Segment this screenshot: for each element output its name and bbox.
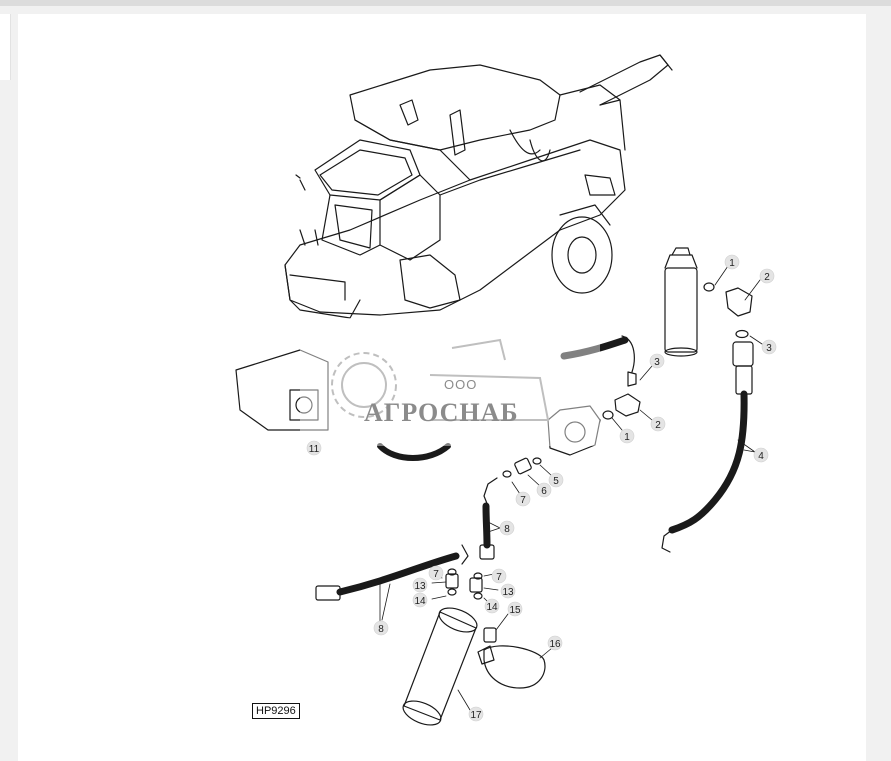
callout-14-left xyxy=(412,592,428,608)
fitting xyxy=(469,577,483,593)
callout-label: 13 xyxy=(414,581,426,592)
diagram-panel xyxy=(18,14,866,761)
callout-label: 2 xyxy=(655,420,661,431)
callout-13-right xyxy=(500,583,516,599)
callout-label: 13 xyxy=(502,587,514,598)
hose-clamp-16 xyxy=(477,645,546,689)
callout-8-lower xyxy=(373,620,389,636)
callout-label: 17 xyxy=(470,710,482,721)
callout-label: 8 xyxy=(504,524,510,535)
watermark-name: АГРОСНАБ xyxy=(364,398,519,427)
pump-block-11 xyxy=(235,349,451,461)
hydraulic-hose-4 xyxy=(661,341,754,553)
hydraulic-pump xyxy=(547,405,601,456)
callout-7-upper xyxy=(515,491,531,507)
adapter-fitting xyxy=(514,457,532,475)
callout-17 xyxy=(468,706,484,722)
fitting-15 xyxy=(483,627,497,643)
callout-label: 3 xyxy=(766,343,772,354)
callout-label: 2 xyxy=(764,272,770,283)
callout-label: 1 xyxy=(624,432,630,443)
callout-label: 7 xyxy=(433,569,439,580)
callout-label: 3 xyxy=(654,357,660,368)
watermark-logo xyxy=(331,338,550,421)
side-tab xyxy=(0,14,11,80)
callout-7-right xyxy=(491,568,507,584)
callout-label: 11 xyxy=(309,444,320,455)
callout-5 xyxy=(548,472,564,488)
callout-15 xyxy=(507,601,523,617)
o-ring xyxy=(532,457,542,465)
callout-label: 7 xyxy=(496,572,502,583)
callout-label: 14 xyxy=(414,596,426,607)
callout-7-left xyxy=(428,565,444,581)
watermark-prefix: ООО xyxy=(444,377,478,392)
pump-hose-elbow xyxy=(621,335,635,373)
hydraulic-filter-17 xyxy=(402,607,478,726)
callout-13-left xyxy=(412,577,428,593)
callout-label: 4 xyxy=(758,451,764,462)
callouts: 1 2 3 1 2 3 4 5 6 7 8 7 13 14 7 13 14 8 … xyxy=(306,254,777,722)
callout-3-mid xyxy=(649,353,665,369)
hydraulic-hose-8-horizontal xyxy=(315,544,469,601)
callout-label: 16 xyxy=(549,639,561,650)
elbow-fitting xyxy=(614,393,641,417)
callout-6 xyxy=(536,482,552,498)
callout-1-top xyxy=(724,254,740,270)
callout-label: 5 xyxy=(553,476,559,487)
callout-1-mid xyxy=(619,428,635,444)
fitting xyxy=(445,573,459,589)
callout-label: 1 xyxy=(729,258,735,269)
callout-14-right xyxy=(484,598,500,614)
hydraulic-hose-8-vertical xyxy=(479,477,498,560)
callout-label: 14 xyxy=(486,602,498,613)
hydraulic-filter-top xyxy=(664,247,698,357)
elbow-fitting xyxy=(725,287,753,317)
pump-hose xyxy=(560,336,629,360)
callout-label: 8 xyxy=(378,624,384,635)
callout-label: 7 xyxy=(520,495,526,506)
o-ring xyxy=(735,329,749,339)
top-bar xyxy=(0,0,891,6)
callout-label: 6 xyxy=(541,486,547,497)
callout-11 xyxy=(306,440,322,456)
callout-4 xyxy=(753,447,769,463)
callout-3-top xyxy=(761,339,777,355)
callout-2-mid xyxy=(650,416,666,432)
callout-8-upper xyxy=(499,520,515,536)
o-ring xyxy=(602,410,614,420)
figure-code: HP9296 xyxy=(252,703,300,719)
o-ring xyxy=(703,282,715,292)
combine-harvester-illustration xyxy=(284,54,673,319)
callout-16 xyxy=(547,635,563,651)
callout-2-top xyxy=(759,268,775,284)
callout-label: 15 xyxy=(509,605,521,616)
o-ring xyxy=(502,470,512,478)
watermark-veil xyxy=(300,318,600,446)
